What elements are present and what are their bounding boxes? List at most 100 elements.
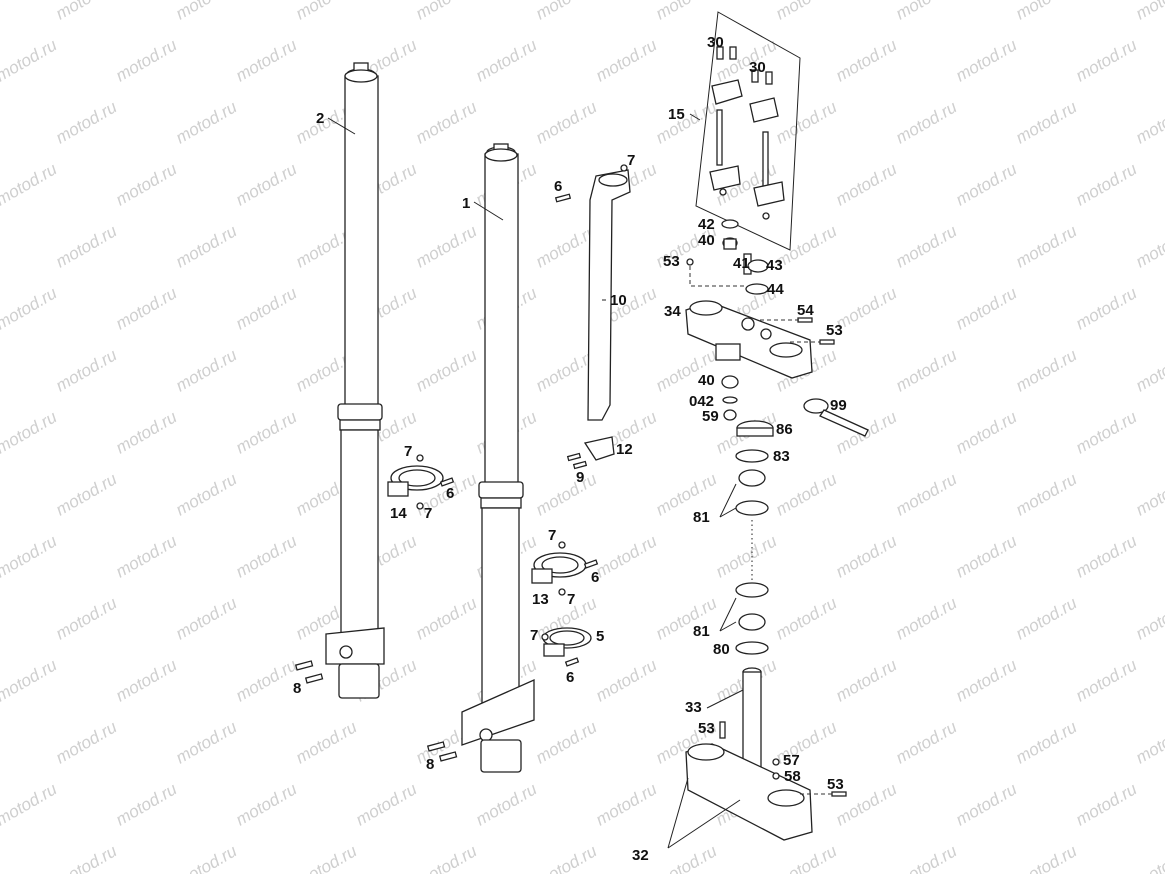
watermark-text: motod.ru — [53, 593, 121, 643]
callout-30a: 30 — [707, 34, 724, 51]
watermark-text: motod.ru — [893, 221, 961, 271]
watermark-text: motod.ru — [833, 35, 901, 85]
watermark-text: motod.ru — [0, 717, 1, 767]
callout-7f: 7 — [627, 152, 635, 169]
callout-7c: 7 — [548, 527, 556, 544]
watermark-text: motod.ru — [653, 0, 721, 23]
watermark-text: motod.ru — [53, 469, 121, 519]
callout-6b: 6 — [591, 569, 599, 586]
watermark-text: motod.ru — [653, 469, 721, 519]
watermark-text: motod.ru — [233, 159, 301, 209]
callout-5: 5 — [596, 628, 604, 645]
watermark-text: motod.ru — [1073, 531, 1141, 581]
watermark-text: motod.ru — [653, 593, 721, 643]
watermark-text: motod.ru — [1133, 0, 1165, 23]
callout-7b: 7 — [424, 505, 432, 522]
brake-hose-guide-10 — [554, 164, 631, 421]
watermark-text: motod.ru — [413, 593, 481, 643]
watermark-text: motod.ru — [0, 779, 61, 829]
watermark-text: motod.ru — [713, 531, 781, 581]
watermark-text: motod.ru — [353, 779, 421, 829]
watermark-text: motod.ru — [1133, 221, 1165, 271]
callout-53c: 53 — [698, 720, 715, 737]
watermark-text: motod.ru — [113, 407, 181, 457]
callout-54: 54 — [797, 302, 814, 319]
watermark-text: motod.ru — [953, 159, 1021, 209]
watermark-text: motod.ru — [413, 0, 481, 23]
callout-8a: 8 — [293, 680, 301, 697]
watermark-text: motod.ru — [113, 35, 181, 85]
watermark-text: motod.ru — [173, 717, 241, 767]
watermark-text: motod.ru — [53, 717, 121, 767]
callout-7e: 7 — [530, 627, 538, 644]
callout-81b: 81 — [693, 623, 710, 640]
watermark-text: motod.ru — [893, 0, 961, 23]
watermark-text: motod.ru — [653, 97, 721, 147]
watermark-text: motod.ru — [953, 35, 1021, 85]
watermark-text: motod.ru — [113, 531, 181, 581]
watermark-text: motod.ru — [413, 97, 481, 147]
callout-15: 15 — [668, 106, 685, 123]
bolt-8-right-b — [438, 751, 458, 762]
leader-lines — [327, 113, 744, 849]
callout-7d: 7 — [567, 591, 575, 608]
watermark-text: motod.ru — [773, 0, 841, 23]
callout-40a: 40 — [698, 232, 715, 249]
clamp-13 — [531, 541, 599, 596]
callout-41: 41 — [733, 255, 750, 272]
watermark-text: motod.ru — [113, 655, 181, 705]
watermark-text: motod.ru — [1013, 97, 1081, 147]
callout-042: 042 — [689, 393, 714, 410]
callout-80: 80 — [713, 641, 730, 658]
watermark-text: motod.ru — [113, 283, 181, 333]
watermark-text: motod.ru — [953, 655, 1021, 705]
watermark-text: motod.ru — [233, 283, 301, 333]
watermark-text: motod.ru — [1013, 221, 1081, 271]
watermark-text: motod.ru — [893, 593, 961, 643]
callout-81a: 81 — [693, 509, 710, 526]
clamp-5 — [541, 627, 592, 667]
callout-40b: 40 — [698, 372, 715, 389]
watermark-text: motod.ru — [53, 841, 121, 874]
bolt-8-right-a — [426, 741, 446, 752]
watermark-text: motod.ru — [953, 779, 1021, 829]
top-clamp-hardware — [686, 219, 769, 295]
watermark-text: motod.ru — [233, 779, 301, 829]
callout-1: 1 — [462, 195, 470, 212]
watermark-text: motod.ru — [1073, 407, 1141, 457]
wrench-99 — [803, 398, 869, 437]
watermark-text: motod.ru — [53, 345, 121, 395]
watermark-text: motod.ru — [1013, 717, 1081, 767]
watermark-text: motod.ru — [893, 841, 961, 874]
watermark-text: motod.ru — [0, 159, 61, 209]
watermark-text: motod.ru — [233, 35, 301, 85]
callout-32: 32 — [632, 847, 649, 864]
watermark-text: motod.ru — [0, 469, 1, 519]
watermark-text: motod.ru — [1133, 345, 1165, 395]
callout-labels: 2 1 7 6 14 7 7 6 13 7 7 5 6 8 8 6 7 10 1… — [293, 34, 847, 864]
watermark-text: motod.ru — [0, 531, 61, 581]
watermark-text: motod.ru — [0, 283, 61, 333]
watermark-text: motod.ru — [593, 655, 661, 705]
watermark-text: motod.ru — [173, 841, 241, 874]
callout-9: 9 — [576, 469, 584, 486]
watermark-text: motod.ru — [233, 531, 301, 581]
watermark-text: motod.ru — [533, 97, 601, 147]
watermark-text: motod.ru — [1073, 283, 1141, 333]
watermark-text: motod.ru — [0, 345, 1, 395]
watermark-text: motod.ru — [113, 779, 181, 829]
callout-33: 33 — [685, 699, 702, 716]
watermark-text: motod.ru — [893, 345, 961, 395]
watermark-text: motod.ru — [293, 841, 361, 874]
watermark-text: motod.ru — [173, 345, 241, 395]
bolt-8-left-b — [304, 673, 324, 684]
watermark-text: motod.ru — [833, 655, 901, 705]
watermark-text: motod.ru — [233, 655, 301, 705]
callout-43: 43 — [766, 257, 783, 274]
watermark-text: motod.ru — [653, 841, 721, 874]
fork-leg-left — [294, 62, 385, 699]
watermark-text: motod.ru — [0, 221, 1, 271]
